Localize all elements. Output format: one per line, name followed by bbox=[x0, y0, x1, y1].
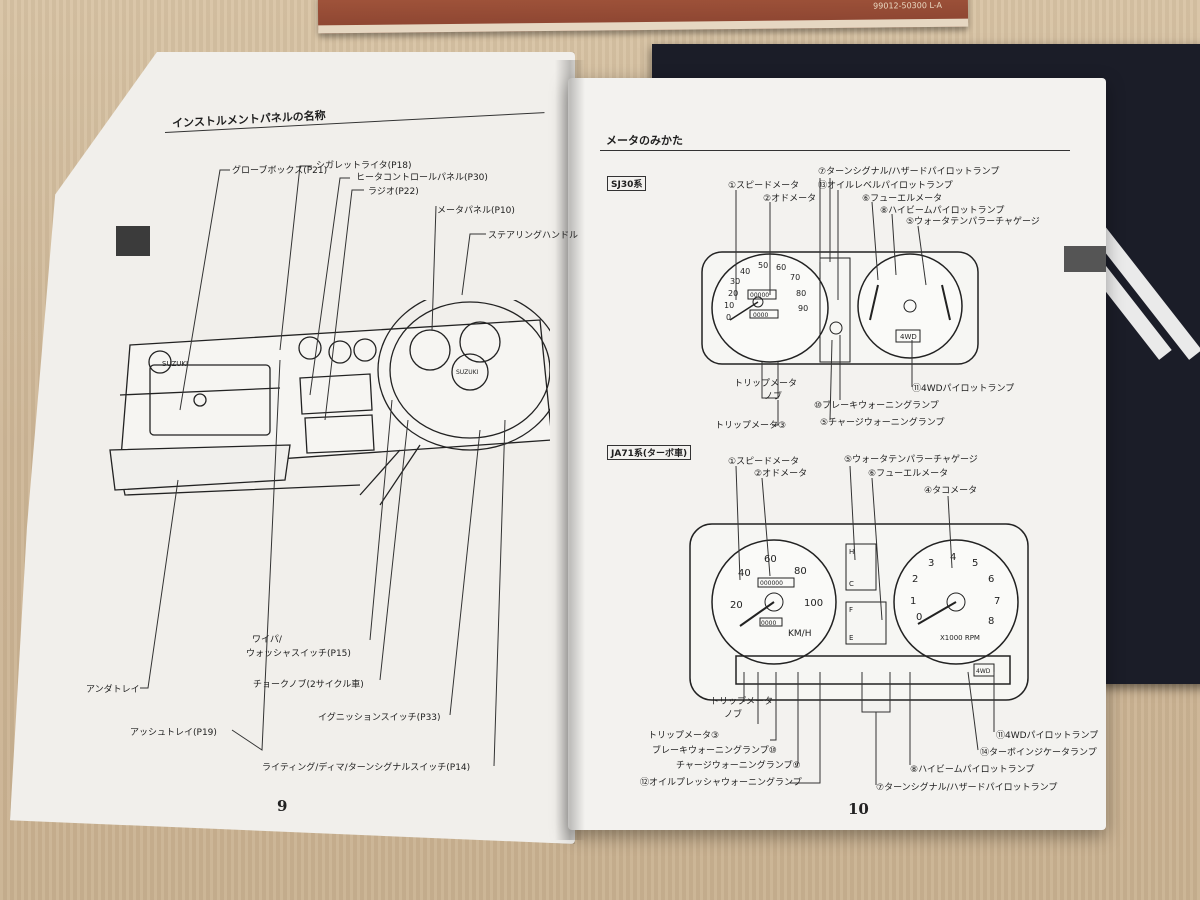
ja71-rpm-2: 2 bbox=[912, 574, 918, 585]
sj30-4wd-badge: 4WD bbox=[900, 333, 917, 341]
sj30-tick-30: 30 bbox=[730, 277, 740, 286]
ja71-temp-top: H bbox=[849, 548, 854, 556]
book-gutter bbox=[555, 60, 585, 840]
ja71-speed-20: 20 bbox=[730, 600, 743, 611]
sj30-fuel: ⑥フューエルメータ bbox=[862, 194, 943, 204]
sj30-turn-signal: ⑦ターンシグナル/ハザードパイロットランプ bbox=[818, 167, 1000, 177]
ja71-brake: ブレーキウォーニングランプ⑩ bbox=[652, 746, 777, 756]
ja71-speed-80: 80 bbox=[794, 566, 807, 577]
ja71-trip-knob-1: トリップメータ bbox=[710, 697, 774, 707]
ja71-4wd-badge: 4WD bbox=[976, 668, 991, 675]
ja71-trip-value: 0000 bbox=[761, 620, 776, 627]
sj30-odometer: ②オドメータ bbox=[763, 194, 817, 204]
ja71-speed-40: 40 bbox=[738, 568, 751, 579]
ja71-rpm-3: 3 bbox=[928, 558, 934, 569]
label-ashtray: アッシュトレイ(P19) bbox=[130, 728, 217, 738]
right-tab-marker bbox=[1064, 246, 1106, 272]
ja71-rpm-1: 1 bbox=[910, 596, 916, 607]
sj30-tick-70: 70 bbox=[790, 273, 800, 282]
ja71-fuel: ⑥フューエルメータ bbox=[868, 469, 949, 479]
ja71-fuel-bottom: E bbox=[849, 634, 853, 642]
label-steering: ステアリングハンドル bbox=[488, 231, 579, 241]
label-under-tray: アンダトレイ bbox=[86, 685, 140, 695]
ja71-trip-meter: トリップメータ③ bbox=[648, 731, 720, 741]
sj30-heading: SJ30系 bbox=[607, 176, 647, 191]
ja71-turbo: ⑭ターボインジケータランプ bbox=[980, 748, 1097, 758]
label-wiper-2: ウォッシャスイッチ(P15) bbox=[246, 649, 351, 659]
label-wiper-1: ワイパ/ bbox=[252, 635, 282, 645]
sj30-4wd: ⑪4WDパイロットランプ bbox=[912, 384, 1015, 394]
sj30-water-temp: ⑤ウォータテンパラーチャゲージ bbox=[906, 217, 1040, 227]
sj30-odo-value: 00000 bbox=[750, 292, 769, 299]
sj30-charge: ⑤チャージウォーニングランプ bbox=[820, 418, 945, 428]
right-page-number: 10 bbox=[848, 800, 869, 818]
sj30-trip-value: 0000 bbox=[753, 312, 768, 319]
sj30-tick-20: 20 bbox=[728, 289, 738, 298]
label-choke: チョークノブ(2サイクル車) bbox=[253, 680, 364, 690]
ja71-tachometer: ④タコメータ bbox=[924, 486, 978, 496]
ja71-meter-cluster: 000000 0000 H C F E 4WD KM/H X1000 RPM 2… bbox=[689, 523, 1029, 701]
dash-brand: SUZUKI bbox=[162, 360, 188, 368]
label-lighting-switch: ライティング/ディマ/ターンシグナルスイッチ(P14) bbox=[262, 763, 471, 773]
ja71-rpm-5: 5 bbox=[972, 558, 978, 569]
ja71-heading: JA71系(ターボ車) bbox=[607, 445, 692, 460]
ja71-rpm-6: 6 bbox=[988, 574, 994, 585]
label-heater-panel: ヒータコントロールパネル(P30) bbox=[356, 173, 488, 183]
ja71-high-beam: ⑧ハイビームパイロットランプ bbox=[910, 765, 1035, 775]
ja71-oil-pressure: ⑫オイルプレッシャウォーニングランプ bbox=[640, 778, 802, 788]
left-tab-marker bbox=[116, 226, 150, 256]
ja71-turn-signal: ⑦ターンシグナル/ハザードパイロットランプ bbox=[876, 783, 1058, 793]
sj30-tick-60: 60 bbox=[776, 263, 786, 272]
ja71-charge: チャージウォーニングランプ⑨ bbox=[676, 761, 801, 771]
sj30-trip-knob-1: トリップメータ bbox=[734, 379, 798, 389]
ja71-rpm-0: 0 bbox=[916, 612, 922, 623]
ja71-trip-knob-2: ノブ bbox=[724, 710, 743, 720]
sj30-high-beam: ⑧ハイビームパイロットランプ bbox=[880, 206, 1005, 216]
sj30-trip-knob-2: ノブ bbox=[764, 392, 783, 402]
sj30-tick-80: 80 bbox=[796, 289, 806, 298]
label-meter-panel: メータパネル(P10) bbox=[437, 206, 515, 216]
sj30-tick-0: 0 bbox=[726, 313, 731, 322]
sj30-trip-meter: トリップメータ③ bbox=[715, 421, 787, 431]
ja71-speed-unit: KM/H bbox=[788, 629, 811, 639]
ja71-odometer: ②オドメータ bbox=[754, 469, 808, 479]
sj30-tick-90: 90 bbox=[798, 304, 808, 313]
ja71-water-temp: ⑤ウォータテンパラーチャゲージ bbox=[844, 455, 978, 465]
right-page-title: メータのみかた bbox=[606, 134, 683, 147]
right-page bbox=[568, 78, 1106, 830]
ja71-4wd: ⑪4WDパイロットランプ bbox=[996, 731, 1099, 741]
ja71-speed-100: 100 bbox=[804, 598, 823, 609]
sj30-tick-10: 10 bbox=[724, 301, 734, 310]
label-ignition: イグニッションスイッチ(P33) bbox=[318, 713, 441, 723]
right-title-rule bbox=[600, 150, 1070, 151]
ja71-rpm-unit: X1000 RPM bbox=[940, 634, 980, 642]
steering-brand: SUZUKI bbox=[456, 369, 479, 376]
label-cigarette-lighter: シガレットライタ(P18) bbox=[316, 161, 412, 171]
ja71-speedometer: ①スピードメータ bbox=[728, 457, 800, 467]
sj30-tick-50: 50 bbox=[758, 261, 768, 270]
ja71-odo-value: 000000 bbox=[760, 580, 783, 587]
left-page-number: 9 bbox=[277, 797, 288, 815]
sj30-oil-level: ⑬オイルレベルパイロットランプ bbox=[818, 181, 953, 191]
ja71-rpm-7: 7 bbox=[994, 596, 1000, 607]
ja71-temp-bottom: C bbox=[849, 580, 854, 588]
ja71-rpm-4: 4 bbox=[950, 552, 956, 563]
label-glove-box: グローブボックス(P21) bbox=[232, 166, 328, 176]
ja71-fuel-top: F bbox=[849, 606, 853, 614]
ja71-speed-60: 60 bbox=[764, 554, 777, 565]
sj30-speedometer: ①スピードメータ bbox=[728, 181, 800, 191]
sj30-brake: ⑩ブレーキウォーニングランプ bbox=[814, 401, 939, 411]
dashboard-illustration: SUZUKI SUZUKI bbox=[109, 300, 550, 506]
label-radio: ラジオ(P22) bbox=[368, 187, 419, 197]
sj30-tick-40: 40 bbox=[740, 267, 750, 276]
ja71-rpm-8: 8 bbox=[988, 616, 994, 627]
sj30-meter-cluster: 4WD 00000 0000 20 30 40 50 60 70 80 90 1… bbox=[701, 251, 979, 365]
